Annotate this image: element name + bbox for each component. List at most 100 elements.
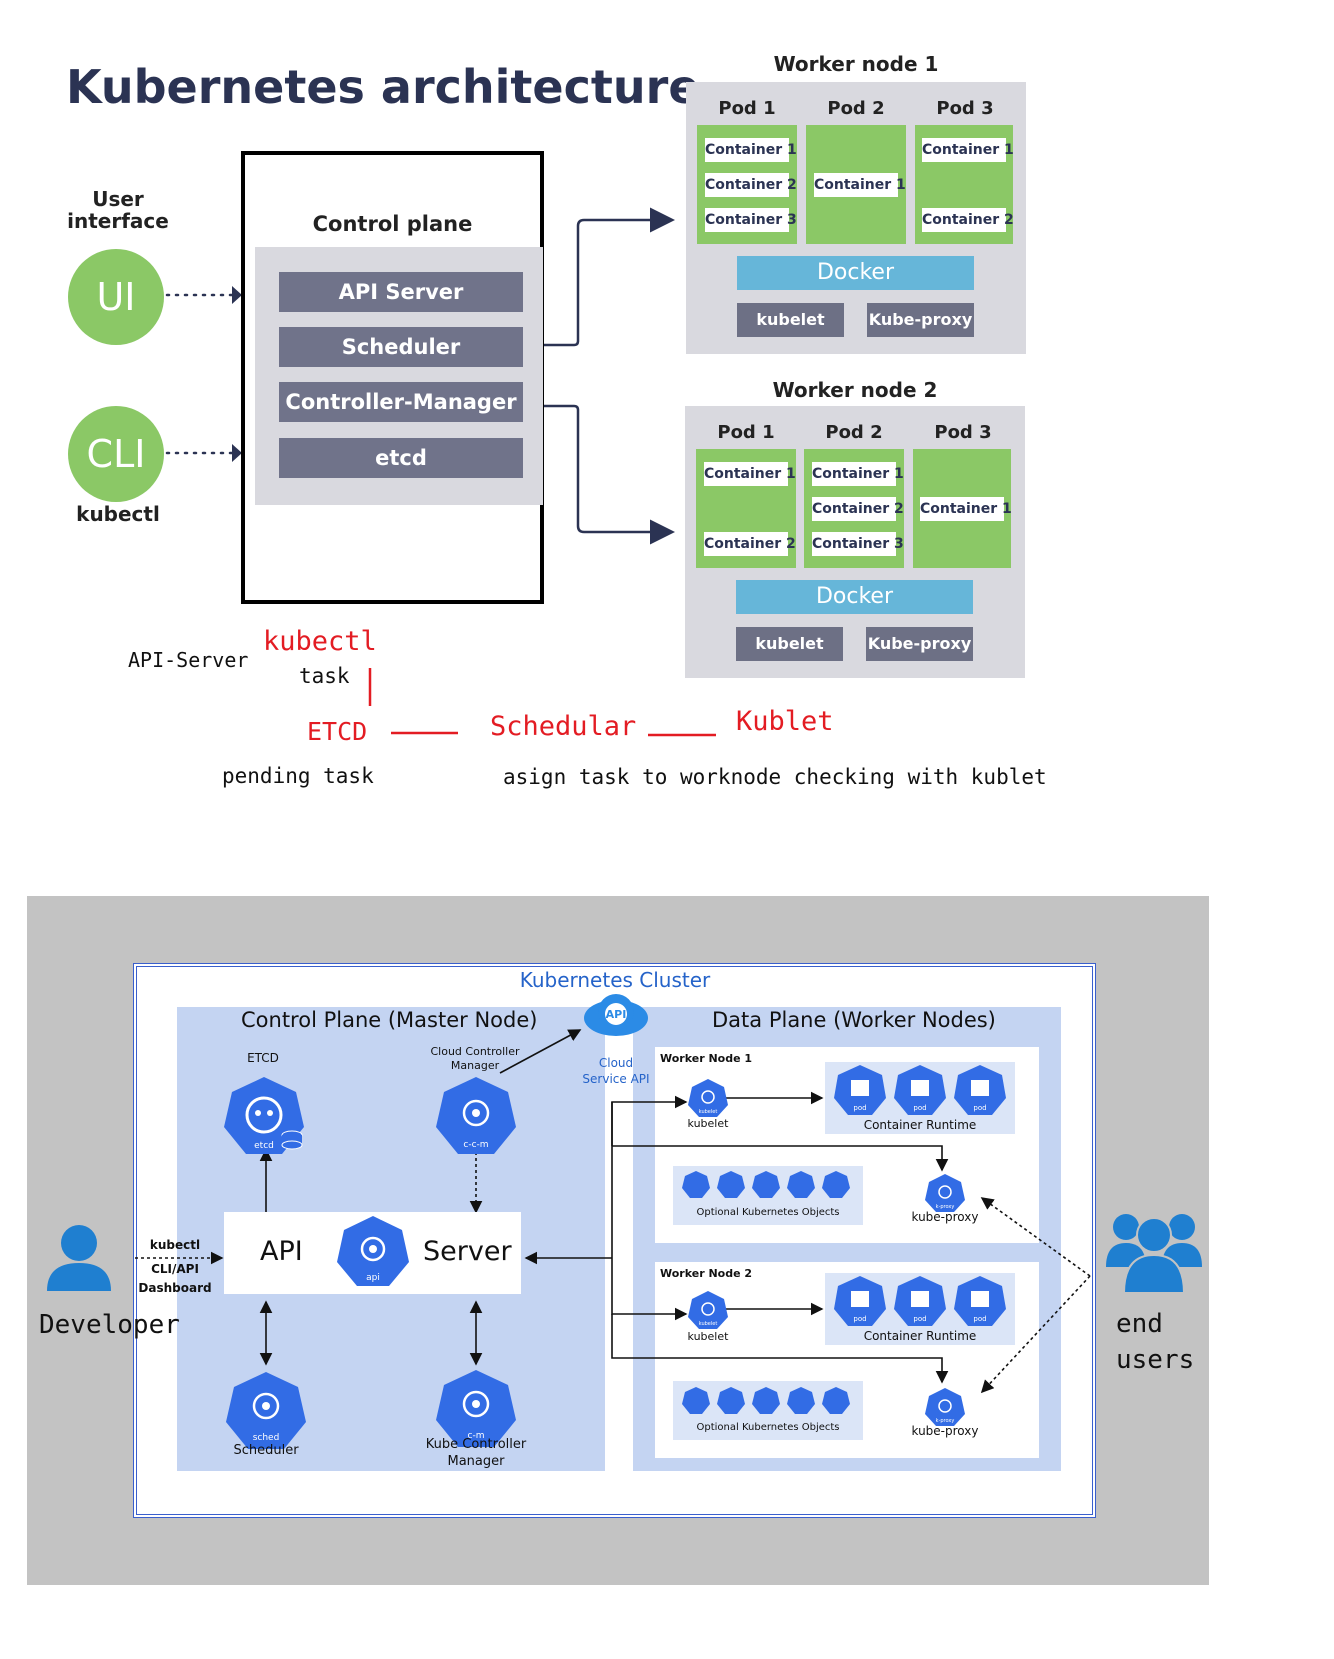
bw-node-1-obj-icon-5: [822, 1171, 850, 1198]
bw-node-2-obj-icon-3: [752, 1387, 780, 1414]
bw-node-1-obj-icon-3: [752, 1171, 780, 1198]
etcd-block: etcd: [279, 438, 523, 478]
bw-node-2-pods: pod pod pod: [834, 1276, 1006, 1326]
cli-badge-text: CLI: [86, 432, 146, 476]
wn1-pod2-container-1: Container 1: [814, 173, 906, 197]
bw-node-1-kubelet-label: kubelet: [687, 1117, 729, 1130]
page-title: Kubernetes architecture: [66, 60, 700, 114]
kubernetes-cluster-title: Kubernetes Cluster: [519, 968, 711, 992]
wn1-pod1-container-2: Container 2: [705, 173, 797, 197]
note-api-server: API-Server: [128, 648, 249, 672]
bw-node-2-obj-icon-1: [682, 1387, 710, 1414]
bw-node-2-proxy-icon-text: k-proxy: [936, 1418, 955, 1424]
developer-icon: [47, 1225, 111, 1291]
bw-node-1-obj-icon-2: [717, 1171, 745, 1198]
wn2-pod1-label: Pod 1: [717, 422, 775, 443]
ui-badge-text: UI: [96, 275, 136, 319]
bw-node-1-pods: pod pod pod: [834, 1065, 1006, 1115]
note-kubectl: kubectl: [263, 626, 377, 657]
controller-manager-block: Controller-Manager: [279, 382, 523, 422]
worker-node-1-title: Worker node 1: [773, 52, 939, 76]
wn2-pod2-container-1: Container 1: [812, 462, 904, 486]
ccm-label: Cloud Controller Manager: [420, 1045, 530, 1073]
ccm-label-line2: Manager: [450, 1059, 500, 1072]
api-server-left-label: API: [260, 1236, 303, 1267]
note-kublet: Kublet: [736, 706, 834, 737]
wn2-kubelet: kubelet: [736, 627, 843, 661]
wn2-pod1-container-2: Container 2: [704, 532, 796, 556]
developer-access-labels: kubectl CLI/API Dashboard: [130, 1236, 220, 1298]
bw-node-2-obj-icon-5: [822, 1387, 850, 1414]
bw-node-1-pod-text-3: pod: [973, 1104, 986, 1112]
etcd-icon: etcd: [224, 1077, 304, 1154]
bw-node-1-kube-proxy-icon: k-proxy: [925, 1174, 965, 1212]
cloud-api-line2: Service API: [582, 1072, 650, 1086]
developer-label: Developer: [39, 1310, 180, 1340]
bw-node-1-obj-icon-1: [682, 1171, 710, 1198]
wn2-docker: Docker: [736, 580, 973, 614]
note-assign-task: asign task to worknode checking with kub…: [503, 765, 1047, 789]
bw-node-2-runtime-label: Container Runtime: [863, 1329, 977, 1343]
wn2-pod1-container-1: Container 1: [704, 462, 796, 486]
ccm-label-line1: Cloud Controller: [430, 1045, 520, 1058]
kcm-label-line1: Kube Controller: [425, 1437, 527, 1452]
kcm-icon-text: c-m: [468, 1431, 485, 1441]
wn2-pod3-container-1: Container 1: [920, 497, 1012, 521]
bw-node-2-pod-icon-3: pod: [954, 1276, 1006, 1326]
cloud-api-icon: API: [584, 994, 648, 1036]
wn1-pod3-label: Pod 3: [936, 98, 994, 119]
wn1-kubelet: kubelet: [737, 303, 844, 337]
data-plane-title: Data Plane (Worker Nodes): [712, 1008, 996, 1032]
bw-node-2-kubelet-icon: kubelet: [688, 1291, 728, 1329]
api-server-icon: api: [337, 1216, 409, 1286]
bw-node-2-obj-icon-2: [717, 1387, 745, 1414]
cloud-api-badge: API: [606, 1008, 627, 1021]
wn1-kube-proxy: Kube-proxy: [867, 303, 974, 337]
etcd-icon-text: etcd: [254, 1141, 274, 1151]
user-interface-line2: interface: [67, 209, 169, 233]
wn1-docker: Docker: [737, 256, 974, 290]
control-plane-title: Control plane: [312, 212, 473, 236]
bw-node-2-pod-text-2: pod: [913, 1315, 926, 1323]
cli-badge[interactable]: CLI: [68, 406, 164, 502]
ui-badge[interactable]: UI: [68, 249, 164, 345]
wn2-pod2-container-2: Container 2: [812, 497, 904, 521]
api-icon-text: api: [366, 1273, 380, 1283]
wn2-pod2-container-3: Container 3: [812, 532, 904, 556]
developer-cli-api: CLI/API: [151, 1262, 199, 1276]
bw-node-1-obj-icon-4: [787, 1171, 815, 1198]
bw-node-1-runtime-label: Container Runtime: [863, 1118, 977, 1132]
bw-node-1-kubelet-icon: kubelet: [688, 1079, 728, 1117]
bw-node-2-kubelet-label: kubelet: [687, 1330, 729, 1343]
scheduler-block: Scheduler: [279, 327, 523, 367]
wn1-pod1-label: Pod 1: [718, 98, 776, 119]
end-users-line1: end: [1116, 1309, 1163, 1339]
kcm-label-line2: Manager: [447, 1454, 505, 1469]
ccm-icon-text: c-c-m: [463, 1140, 488, 1150]
bw-node-1-pod-icon-3: pod: [954, 1065, 1006, 1115]
user-interface-line1: User: [92, 187, 144, 211]
api-server-right-label: Server: [423, 1236, 512, 1267]
wn1-pod3-container-1: Container 1: [922, 138, 1014, 162]
wn2-pod2-label: Pod 2: [825, 422, 883, 443]
bw-node-2-pod-icon-2: pod: [894, 1276, 946, 1326]
note-schedular: Schedular: [490, 711, 637, 742]
worker-node-2-title: Worker node 2: [772, 378, 938, 402]
cloud-api-line1: Cloud: [598, 1056, 634, 1070]
wn2-kube-proxy: Kube-proxy: [866, 627, 973, 661]
bw-node-1-title: Worker Node 1: [660, 1052, 753, 1065]
bw-node-2-pod-icon-1: pod: [834, 1276, 886, 1326]
top-connectors: [165, 207, 716, 737]
bw-node-1-pod-text-1: pod: [853, 1104, 866, 1112]
bw-node-2-kube-proxy-label: kube-proxy: [911, 1424, 979, 1438]
user-interface-label: User interface: [58, 188, 178, 232]
bw-node-2-obj-icon-4: [787, 1387, 815, 1414]
wn2-pod3-label: Pod 3: [934, 422, 992, 443]
kcm-icon: c-m: [436, 1370, 516, 1447]
bw-node-2-kube-proxy-icon: k-proxy: [925, 1388, 965, 1426]
cloud-api-label: Cloud Service API: [578, 1055, 654, 1087]
end-users-icon: [1106, 1214, 1202, 1294]
bw-node-2-optional-icons: [682, 1387, 850, 1414]
bw-node-1-pod-text-2: pod: [913, 1104, 926, 1112]
